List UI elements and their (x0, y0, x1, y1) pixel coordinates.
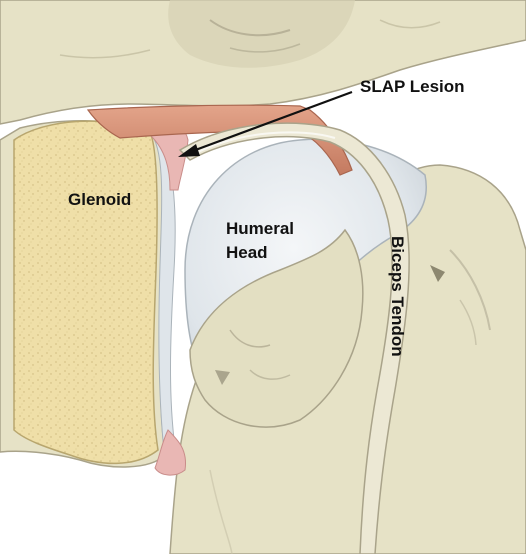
glenoid-label: Glenoid (68, 190, 131, 209)
slap-lesion-label: SLAP Lesion (360, 77, 465, 96)
humeral-head-label-line2: Head (226, 243, 268, 262)
glenoid (0, 121, 176, 467)
biceps-tendon-label: Biceps Tendon (388, 236, 407, 357)
humeral-head-label-line1: Humeral (226, 219, 294, 238)
